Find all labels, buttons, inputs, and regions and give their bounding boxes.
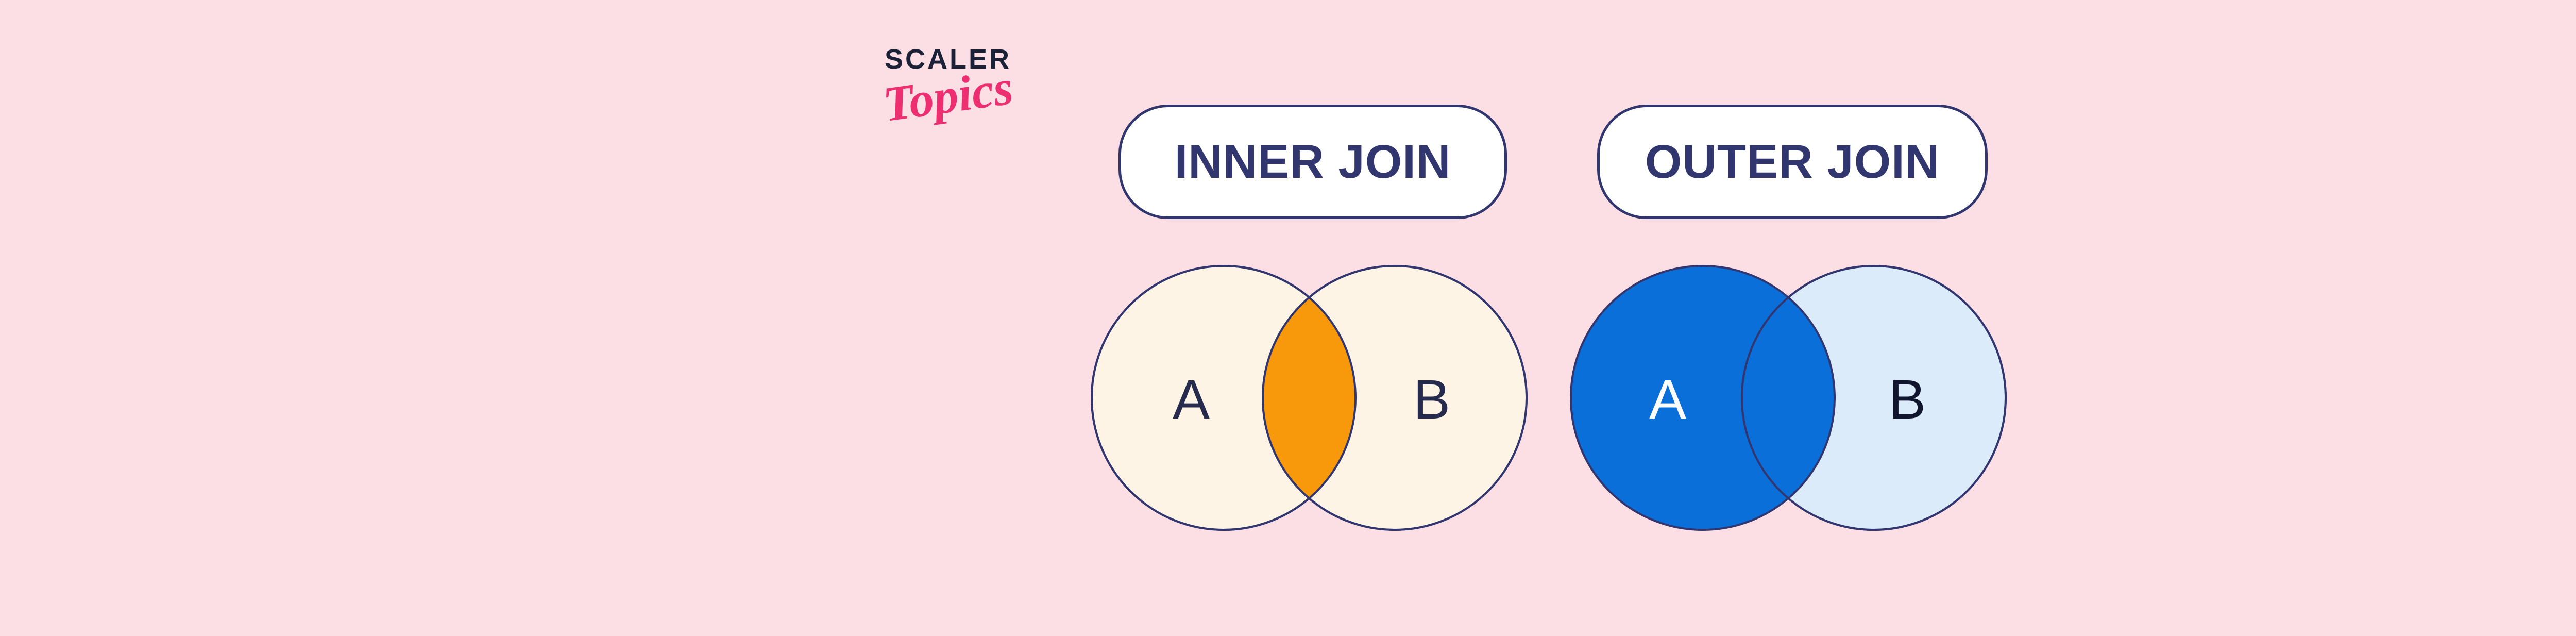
scaler-wordmark: SCALER bbox=[884, 44, 1011, 75]
venn-outer-join: A B bbox=[1570, 265, 2007, 531]
inner-join-circle-a-outline bbox=[1091, 265, 1357, 531]
badge-outer-join-label: OUTER JOIN bbox=[1645, 135, 1940, 188]
outer-join-label-b: B bbox=[1889, 368, 1926, 430]
inner-join-label-a: A bbox=[1173, 368, 1210, 430]
badge-inner-join: INNER JOIN bbox=[1118, 105, 1507, 219]
inner-join-circle-b-outline bbox=[1262, 265, 1528, 531]
scaler-topics-logo: SCALER Topics bbox=[876, 44, 1020, 132]
inner-join-label-b: B bbox=[1413, 368, 1450, 430]
inner-join-intersection bbox=[1263, 266, 1355, 530]
venn-inner-join: A B bbox=[1091, 265, 1528, 531]
badge-outer-join: OUTER JOIN bbox=[1597, 105, 1988, 219]
outer-join-circle-a bbox=[1570, 265, 1836, 531]
outer-join-circle-b-outline bbox=[1741, 265, 2007, 531]
badge-inner-join-label: INNER JOIN bbox=[1174, 135, 1451, 188]
outer-join-label-a: A bbox=[1649, 368, 1686, 430]
